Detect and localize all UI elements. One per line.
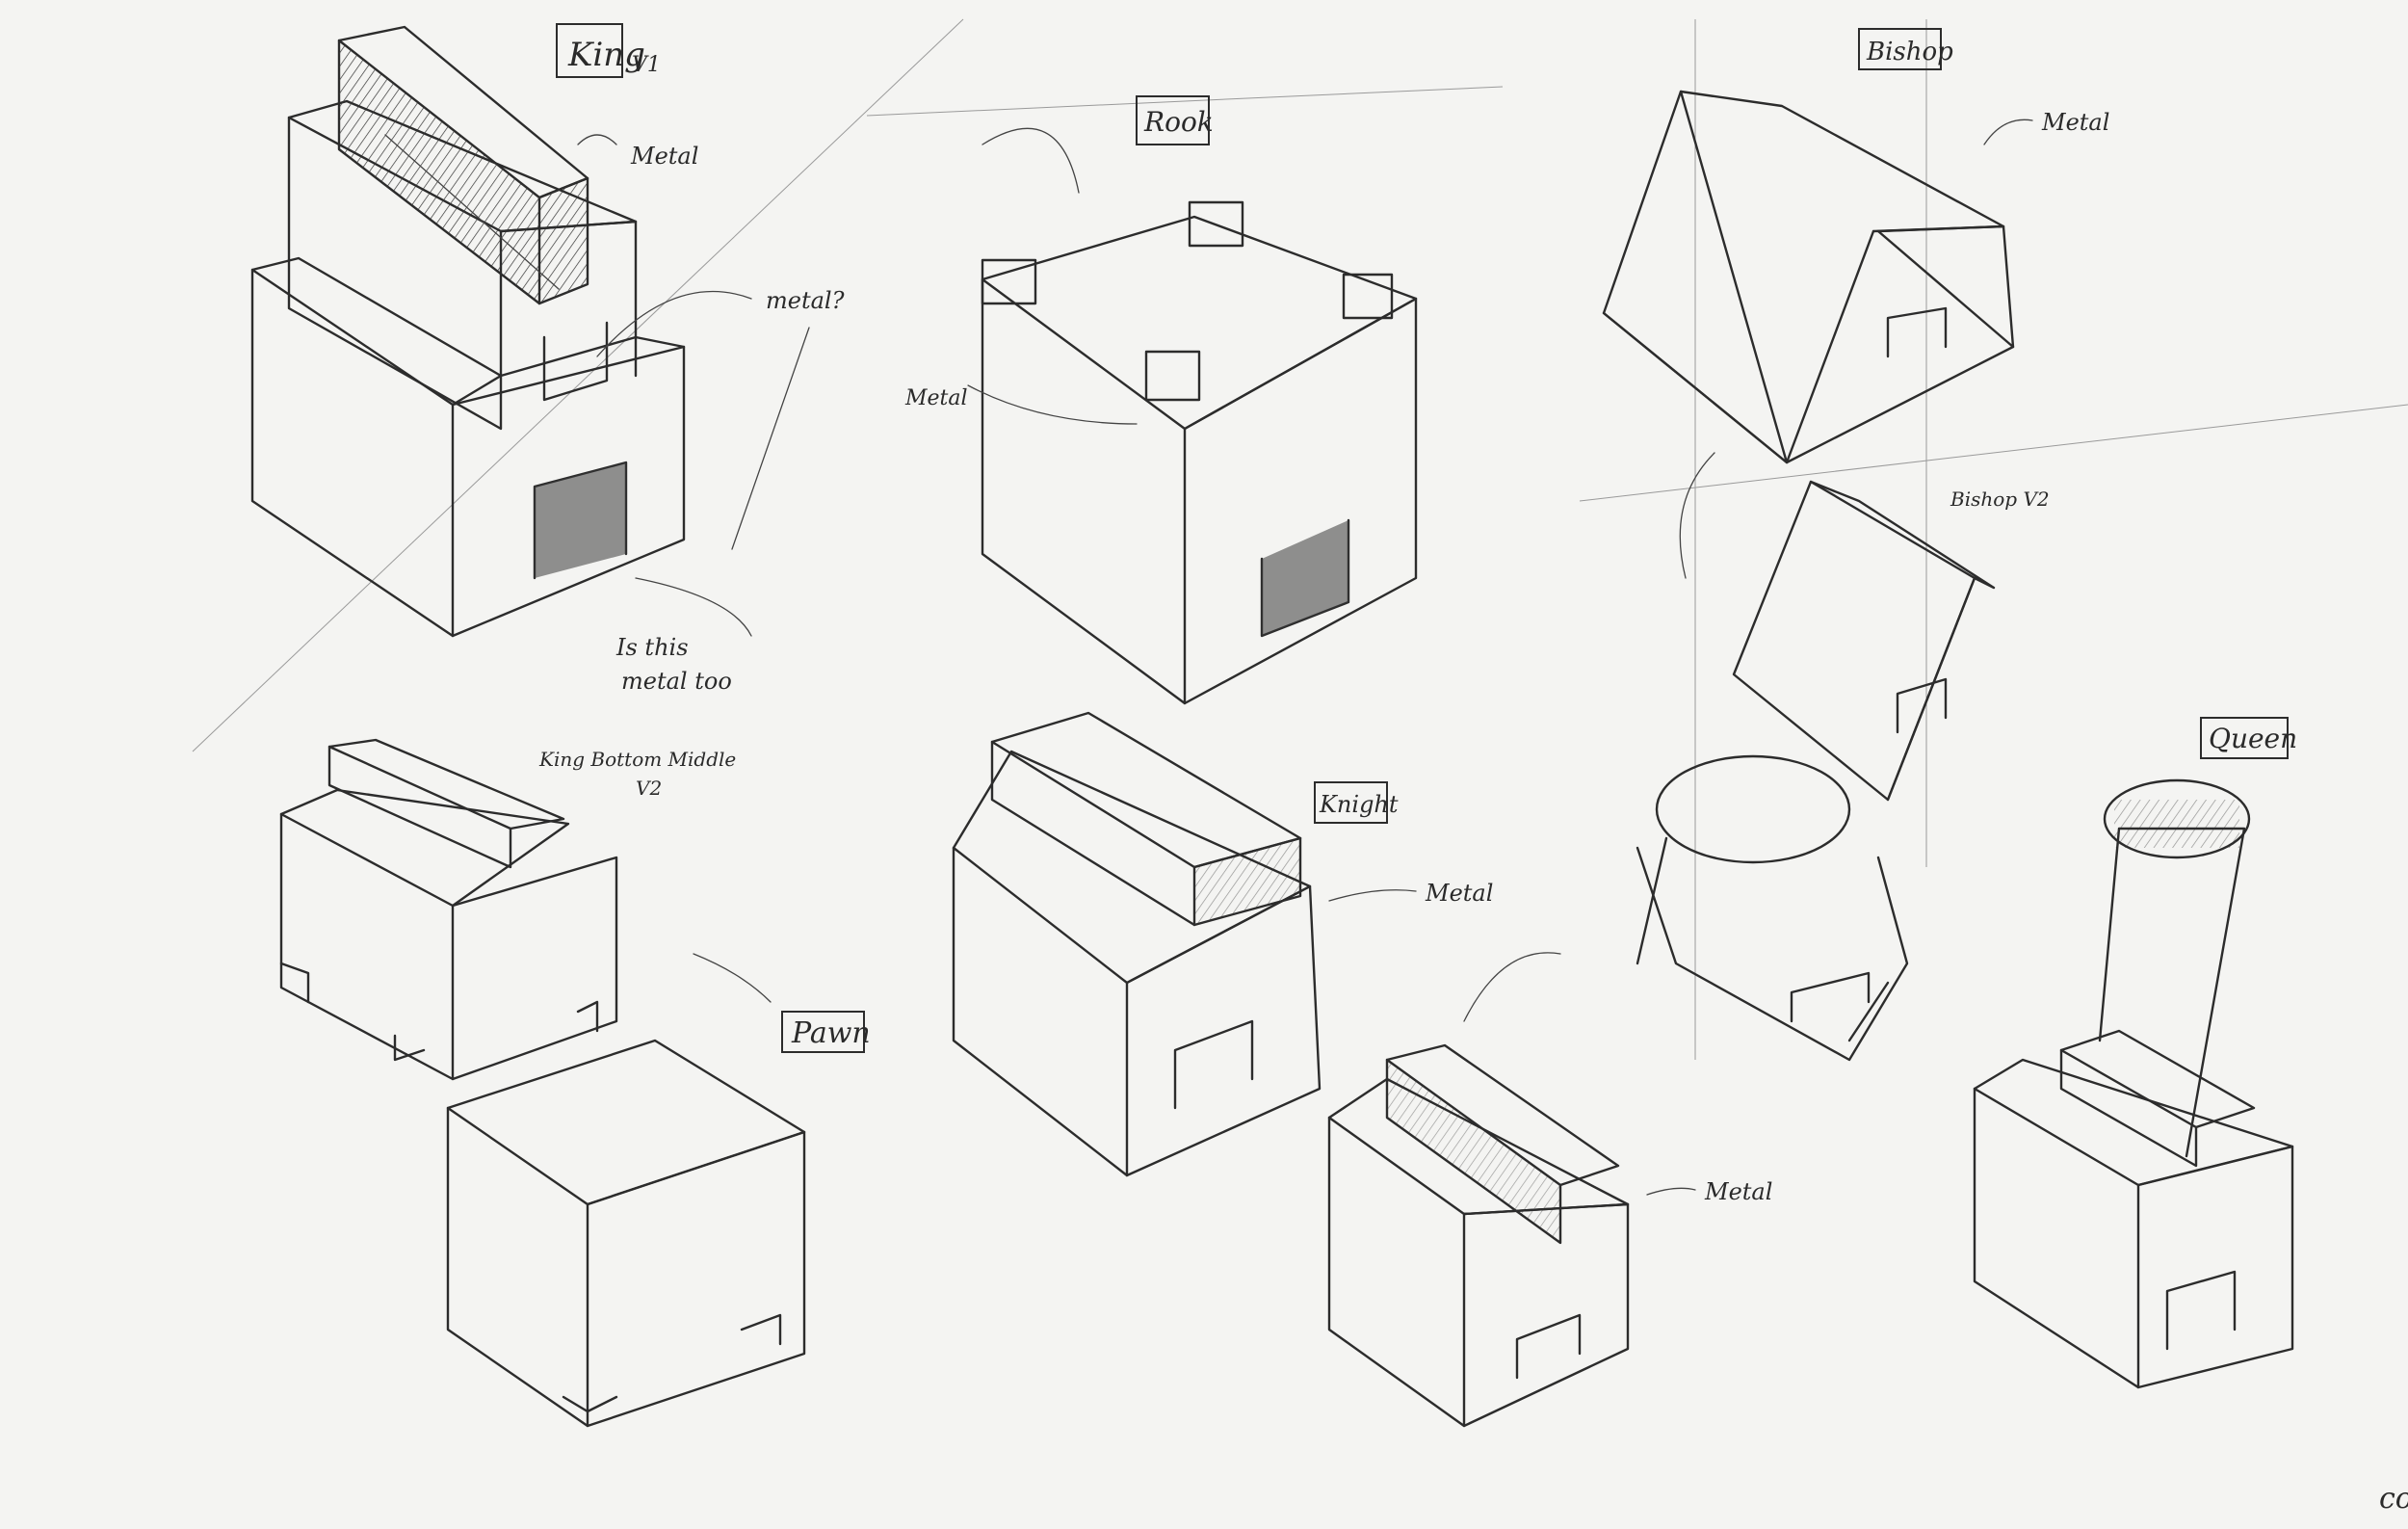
king-bottom-note-1: Is this (615, 634, 689, 661)
bishop-label: Bishop (1866, 38, 1953, 66)
bishop-top-note: Metal (2041, 109, 2109, 136)
queen-sketch (1973, 778, 2294, 1389)
king-label: King (567, 36, 645, 74)
corner-signature: co (2379, 1482, 2408, 1516)
king-version-label: V1 (632, 53, 661, 77)
knight-v2-arrow (1646, 1187, 1696, 1196)
knight-v2-sketch (1327, 1043, 1630, 1428)
king-top-note: Metal (630, 143, 698, 170)
king-label-box (556, 23, 623, 78)
knight-v2-curve (1463, 952, 1561, 1022)
bishop-v2-arrow (1679, 452, 1715, 579)
king-v2-label: King Bottom Middle (538, 748, 736, 771)
rook-sketch (981, 200, 1418, 705)
knight-arrow (1328, 889, 1417, 902)
king-v1-sketch (250, 25, 686, 638)
king-middle-note: metal? (766, 287, 845, 314)
king-bottom-note-2: metal too (621, 668, 732, 695)
knight-label: Knight (1319, 791, 1399, 818)
knight-sketch (952, 711, 1322, 1177)
knight-label-box (1314, 781, 1388, 824)
bishop-label-box (1858, 28, 1942, 70)
bishop-v2-sketch (1636, 480, 1996, 1062)
pawn-label-box (781, 1011, 865, 1053)
king-middle-arrow (596, 291, 752, 357)
king-v2-version-label: V2 (636, 777, 662, 800)
rook-edge-note: Metal (904, 386, 968, 410)
construction-guides (192, 18, 2408, 1060)
rook-arrow (982, 127, 1080, 194)
king-v2-sketch (279, 738, 618, 1081)
rook-label: Rook (1143, 106, 1214, 138)
rook-note-arrow (967, 384, 1138, 425)
knight-v2-note: Metal (1704, 1178, 1772, 1205)
pawn-label: Pawn (791, 1016, 871, 1050)
pawn-arrow (693, 953, 772, 1003)
bishop-v2-label: Bishop V2 (1950, 488, 2050, 511)
pawn-sketch (446, 1039, 806, 1428)
knight-top-note: Metal (1425, 880, 1493, 907)
bishop-sketch (1602, 90, 2015, 464)
queen-label: Queen (2209, 723, 2297, 754)
king-bottom-arrow (635, 577, 752, 637)
bishop-arrow (1983, 119, 2033, 145)
rook-label-box (1136, 95, 1210, 145)
queen-label-box (2200, 717, 2289, 759)
king-metal-arrow (577, 134, 617, 145)
